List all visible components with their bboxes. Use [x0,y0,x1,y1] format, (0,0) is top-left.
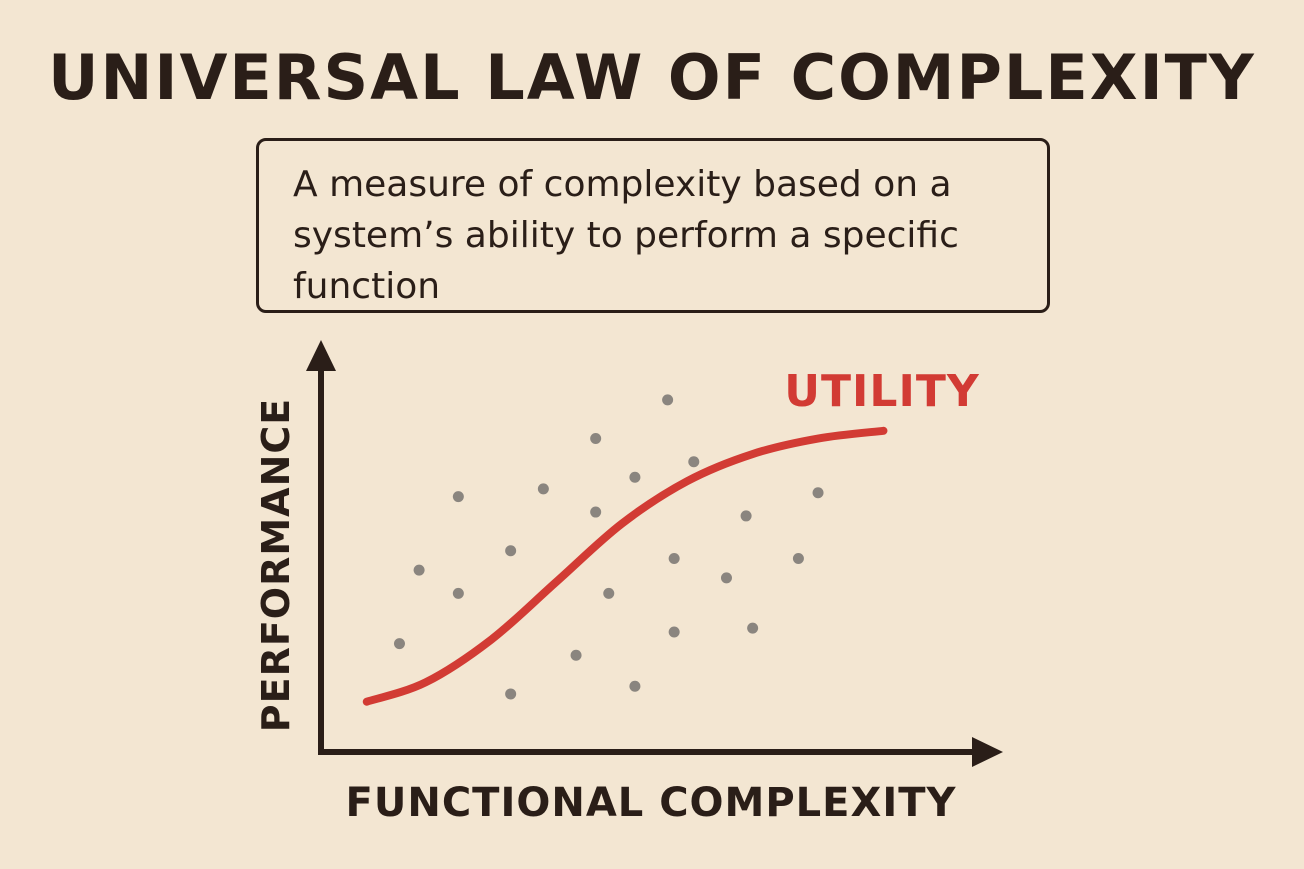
x-axis-arrowhead [972,737,1003,767]
data-point-4 [452,491,464,503]
data-point-22 [812,487,824,499]
data-point-2 [413,564,425,576]
utility-curve [362,426,888,706]
data-point-1 [393,638,405,650]
data-point-15 [668,626,680,638]
data-point-6 [505,545,517,557]
x-axis-label: FUNCTIONAL COMPLEXITY [346,780,957,826]
data-point-8 [570,649,582,661]
data-point-19 [740,510,752,522]
data-point-13 [629,471,641,483]
y-axis-arrowhead [306,340,336,371]
y-axis-label: PERFORMANCE [254,398,298,732]
utility-curve-label: UTILITY [784,366,980,417]
data-point-5 [505,688,517,700]
data-point-3 [452,587,464,599]
definition-box: A measure of complexity based on a syste… [256,138,1050,313]
data-point-9 [590,506,602,518]
data-point-14 [662,394,674,406]
data-point-11 [603,587,615,599]
data-point-17 [688,456,700,468]
data-point-16 [668,553,680,564]
data-point-7 [537,483,549,495]
page-title: UNIVERSAL LAW OF COMPLEXITY [48,41,1256,114]
data-point-21 [792,553,804,564]
data-point-12 [629,680,641,692]
data-point-18 [720,572,732,584]
definition-text: A measure of complexity based on a syste… [293,164,959,307]
data-point-10 [590,433,602,445]
data-point-20 [747,622,759,634]
